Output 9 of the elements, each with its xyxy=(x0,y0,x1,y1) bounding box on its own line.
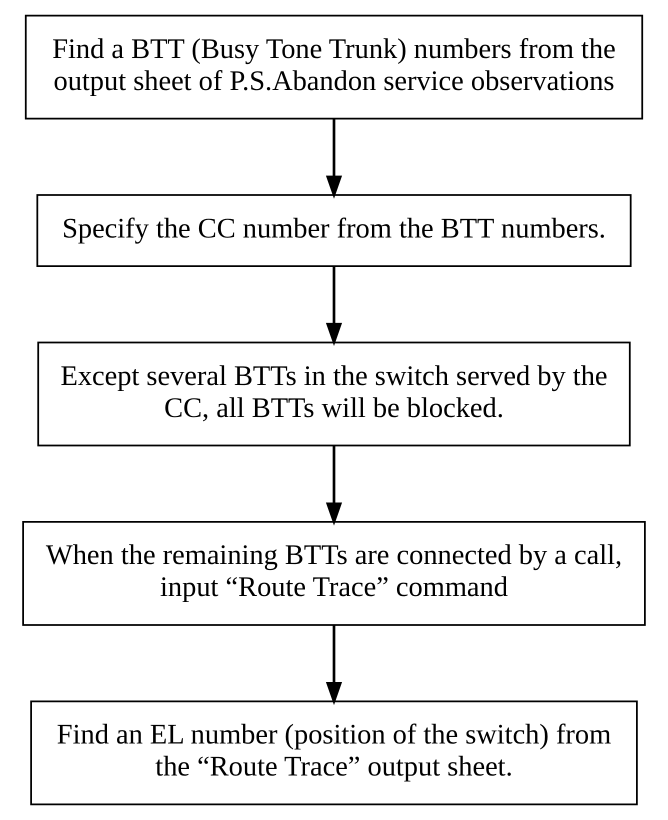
node-box: When the remaining BTTs are connected by a call, input “Route Trace” command xyxy=(22,521,646,626)
node-box: Specify the CC number from the BTT numbers. xyxy=(36,194,632,267)
node-box: Find a BTT (Busy Tone Trunk) numbers from the output sheet of P.S.Abandon service observations xyxy=(24,14,644,120)
node-box: Except several BTTs in the switch served by the CC, all BTTs will be blocked. xyxy=(37,342,631,446)
arrow xyxy=(326,120,342,199)
arrow xyxy=(326,266,342,346)
arrow xyxy=(326,446,342,526)
arrow xyxy=(326,625,342,706)
node-box: Find an EL number (position of the switch) from the “Route Trace” output sheet. xyxy=(30,700,638,806)
